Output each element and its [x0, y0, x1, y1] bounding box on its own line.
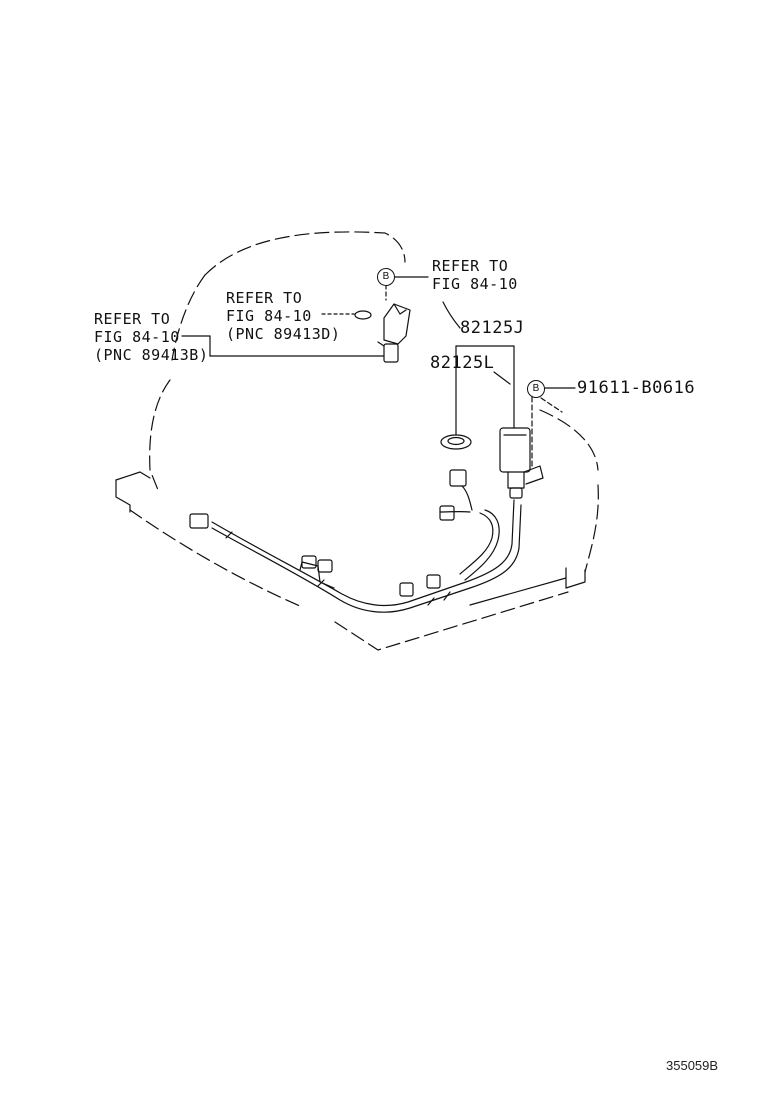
refer-top-right-line1: REFER TO [432, 257, 509, 275]
badge-b-top: B [377, 268, 395, 286]
refer-top-right-line2: FIG 84-10 [432, 275, 518, 293]
refer-middle-line1: REFER TO [226, 289, 303, 307]
badge-b-bolt: B [527, 380, 545, 398]
refer-middle-line3: (PNC 89413D) [226, 325, 341, 343]
refer-middle-line2: FIG 84-10 [226, 307, 312, 325]
wire-harness [211, 485, 522, 613]
part-number-bolt: 91611-B0616 [577, 378, 696, 398]
oring-82125L [440, 434, 472, 450]
harness-connectors [189, 469, 467, 597]
housing-base-plate [115, 471, 586, 606]
housing-phantom-outline [129, 231, 599, 651]
refer-left-line2: FIG 84-10 [94, 328, 180, 346]
refer-left-line1: REFER TO [94, 310, 171, 328]
part-number-oring: 82125L [430, 353, 495, 373]
refer-left-line3: (PNC 89413B) [94, 346, 209, 364]
part-number-sensor: 82125J [460, 318, 525, 338]
leader-lines [181, 276, 576, 467]
upper-sensor-reference [354, 303, 411, 363]
speed-sensor-82125J [499, 427, 544, 499]
illustration-code: 355059B [666, 1058, 719, 1073]
